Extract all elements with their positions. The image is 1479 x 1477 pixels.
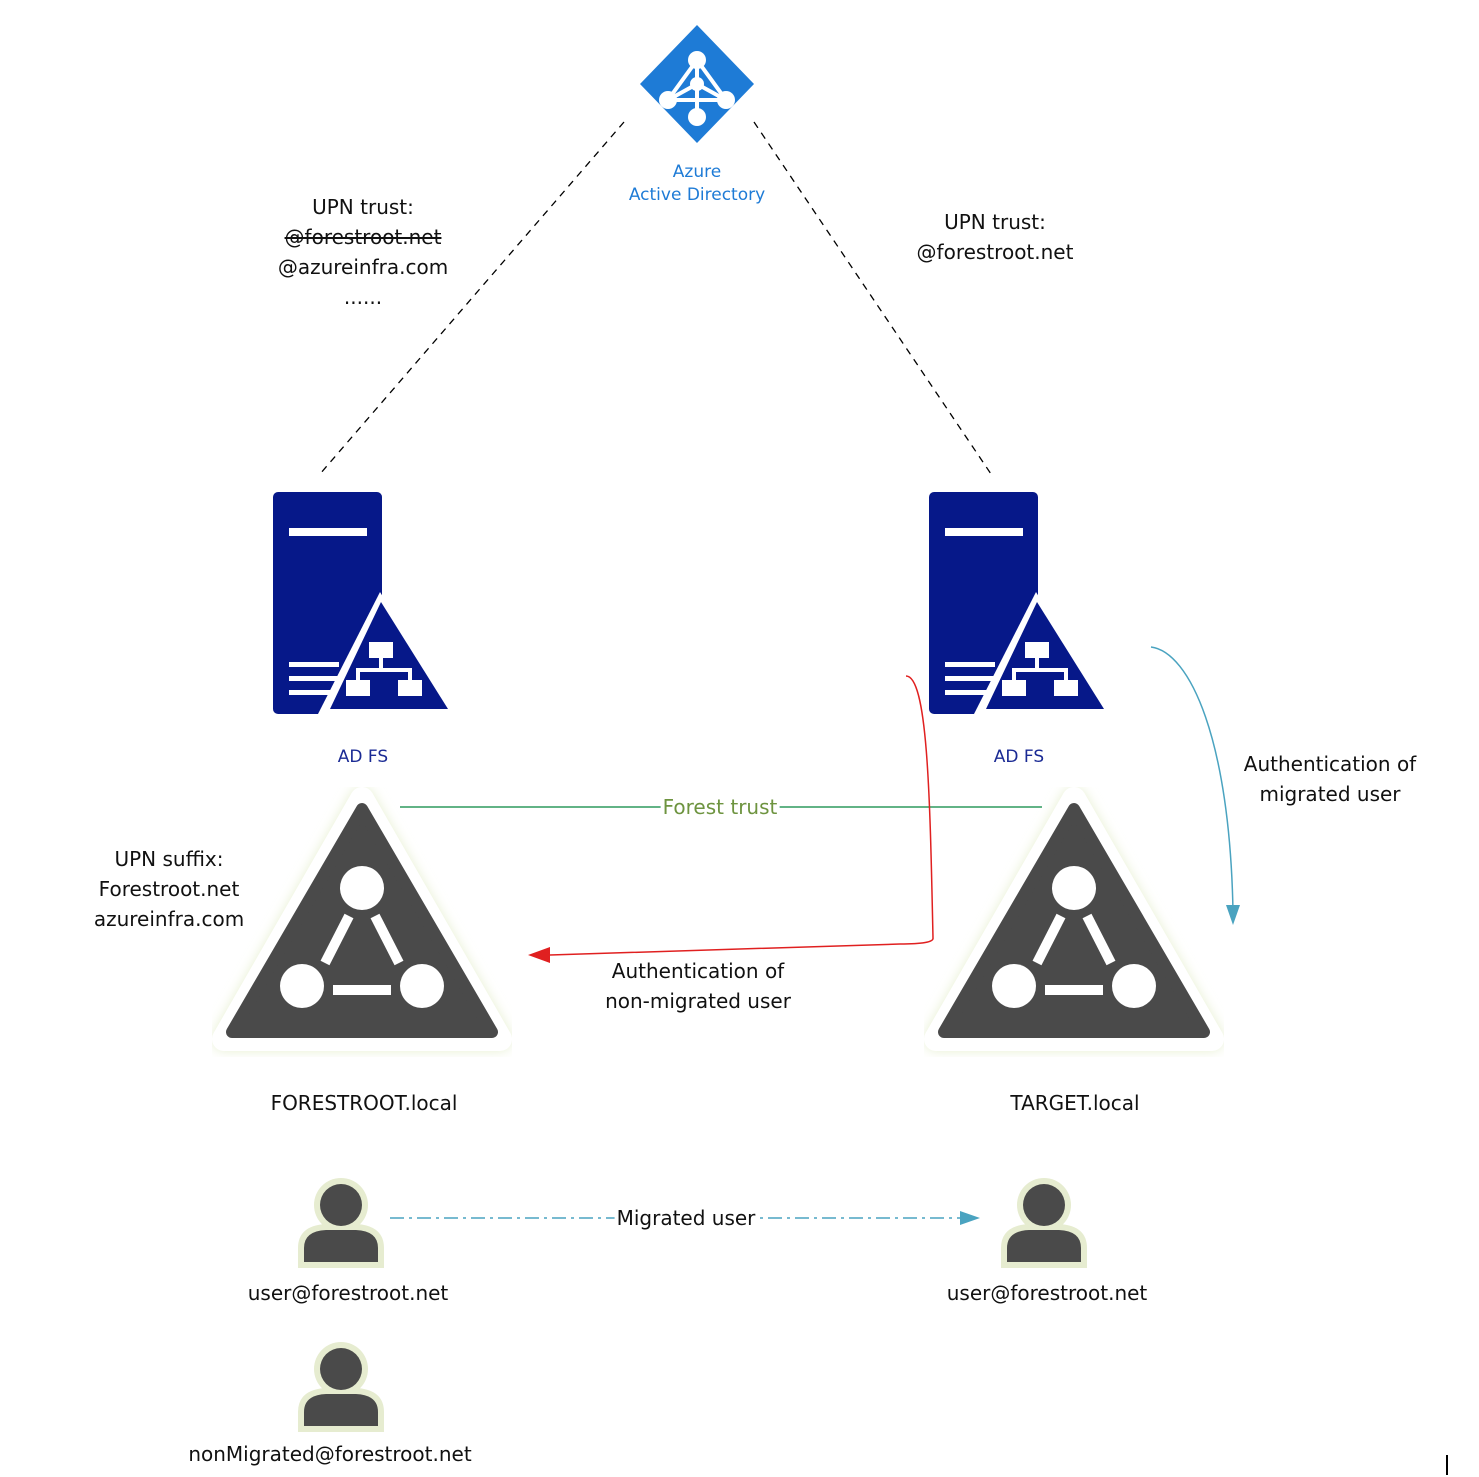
- auth-nonmigrated-label: Authentication of non-migrated user: [605, 959, 791, 1013]
- text-cursor: [1446, 1455, 1448, 1475]
- azure-active-directory-icon: [640, 25, 754, 143]
- azure-ad-label: Azure Active Directory: [628, 162, 766, 205]
- auth-nonmigrated-arrow: [549, 675, 934, 956]
- right-upn-trust-line: [753, 121, 992, 475]
- forest-trust-label: Forest trust: [660, 792, 780, 822]
- user-left-label: user@forestroot.net: [247, 1281, 449, 1305]
- nonmigrated-user-icon: [298, 1342, 384, 1432]
- upn-suffix-label: UPN suffix: Forestroot.net azureinfra.co…: [93, 847, 245, 931]
- adfs-server-right-icon: [929, 492, 1109, 714]
- adfs-right-label: AD FS: [993, 747, 1045, 767]
- adfs-left-label: AD FS: [337, 747, 389, 767]
- auth-migrated-label: Authentication of migrated user: [1243, 752, 1417, 806]
- auth-nonmigrated-arrowhead: [528, 947, 550, 963]
- migrated-user-label: Migrated user: [614, 1203, 758, 1233]
- nonmigrated-user-label: nonMigrated@forestroot.net: [188, 1442, 472, 1466]
- target-forest-icon: [936, 799, 1212, 1039]
- auth-migrated-arrow: [1150, 646, 1234, 913]
- left-upn-trust-label: UPN trust: @forestroot.net @azureinfra.c…: [277, 195, 449, 309]
- user-right-icon: [1001, 1178, 1087, 1268]
- adfs-server-left-icon: [273, 492, 453, 714]
- target-local-label: TARGET.local: [1010, 1091, 1140, 1115]
- migration-arrowhead: [960, 1211, 980, 1225]
- forestroot-forest-icon: [224, 799, 500, 1039]
- user-left-icon: [298, 1178, 384, 1268]
- right-upn-trust-label: UPN trust: @forestroot.net: [916, 210, 1074, 264]
- forestroot-local-label: FORESTROOT.local: [270, 1091, 458, 1115]
- user-right-label: user@forestroot.net: [946, 1281, 1148, 1305]
- auth-migrated-arrowhead: [1226, 905, 1240, 925]
